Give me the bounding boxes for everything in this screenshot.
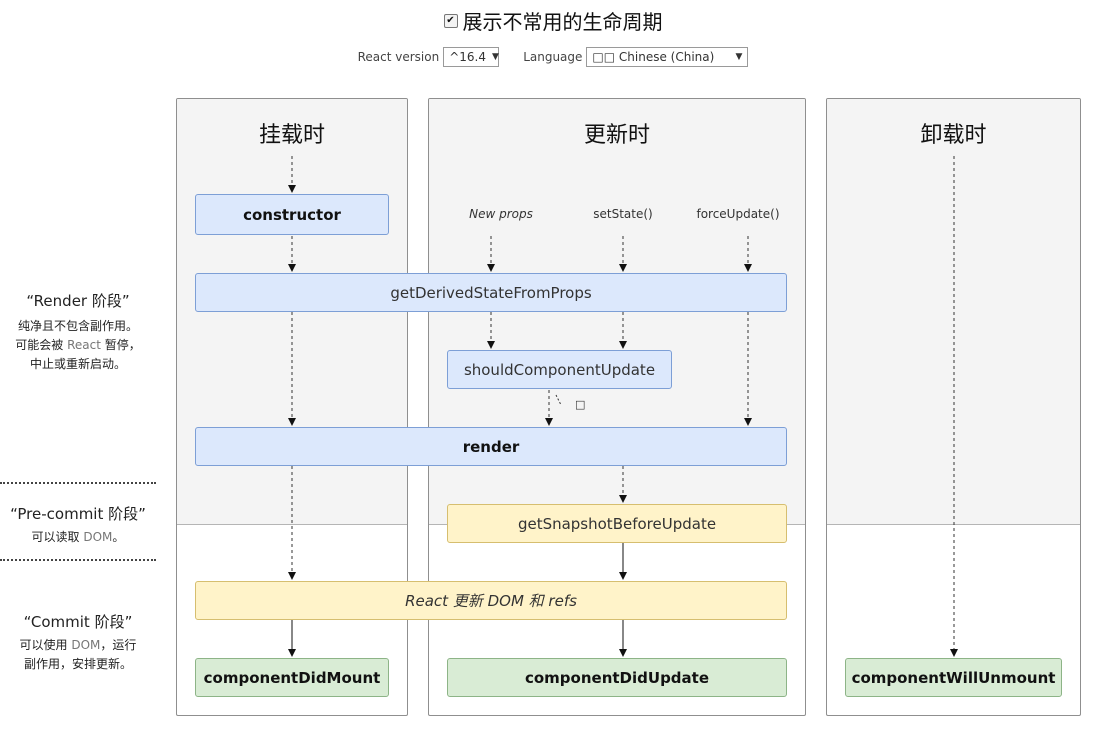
trigger-new-props: New props bbox=[469, 207, 533, 221]
commit-phase-title: “Commit 阶段” bbox=[23, 613, 133, 631]
render-phase-label: “Render 阶段” 纯净且不包含副作用。 可能会被 React 暂停， 中止… bbox=[0, 290, 156, 374]
render-box[interactable]: render bbox=[195, 427, 787, 466]
should-update-false-label: □ bbox=[575, 398, 586, 411]
language-value: □□ Chinese (China) bbox=[592, 50, 715, 64]
precommit-phase-title: “Pre-commit 阶段” bbox=[10, 505, 146, 523]
trigger-force-update: forceUpdate() bbox=[696, 207, 780, 221]
get-derived-state-from-props-box[interactable]: getDerivedStateFromProps bbox=[195, 273, 787, 312]
updating-column-title: 更新时 bbox=[583, 123, 650, 148]
language-select[interactable]: □□ Chinese (China) ▼ bbox=[586, 47, 749, 67]
component-did-mount-box[interactable]: componentDidMount bbox=[195, 658, 389, 697]
phase-divider bbox=[0, 482, 156, 484]
constructor-box[interactable]: constructor bbox=[195, 194, 389, 235]
show-less-common-checkbox[interactable]: ✔ bbox=[443, 14, 458, 28]
get-snapshot-before-update-box[interactable]: getSnapshotBeforeUpdate bbox=[447, 504, 787, 543]
show-less-common-lifecycles-toggle[interactable]: ✔ 展示不常用的生命周期 bbox=[0, 5, 1106, 35]
react-version-select[interactable]: ^16.4 ▼ bbox=[443, 47, 500, 67]
chevron-down-icon: ▼ bbox=[735, 52, 743, 62]
mounting-column-title: 挂载时 bbox=[258, 123, 325, 148]
render-phase-desc-1: 纯净且不包含副作用。 bbox=[17, 319, 138, 333]
precommit-phase-label: “Pre-commit 阶段” 可以读取 DOM。 bbox=[0, 503, 156, 547]
commit-phase-desc-2: 副作用，安排更新。 bbox=[23, 657, 132, 671]
trigger-set-state: setState() bbox=[593, 207, 653, 221]
component-will-unmount-box[interactable]: componentWillUnmount bbox=[845, 658, 1062, 697]
show-less-common-label: 展示不常用的生命周期 bbox=[462, 9, 663, 34]
render-phase-desc-2: 可能会被 React 暂停， bbox=[15, 338, 141, 352]
commit-phase-desc-1: 可以使用 DOM，运行 bbox=[19, 638, 137, 652]
render-phase-title: “Render 阶段” bbox=[26, 292, 130, 310]
chevron-down-icon: ▼ bbox=[491, 52, 499, 62]
component-did-update-box[interactable]: componentDidUpdate bbox=[447, 658, 787, 697]
unmounting-column-title: 卸载时 bbox=[920, 123, 987, 148]
precommit-phase-desc: 可以读取 DOM。 bbox=[31, 530, 125, 544]
render-phase-desc-3: 中止或重新启动。 bbox=[29, 357, 126, 371]
controls-bar: React version ^16.4 ▼ Language □□ Chines… bbox=[0, 45, 1106, 69]
react-version-label: React version bbox=[357, 50, 440, 64]
should-component-update-box[interactable]: shouldComponentUpdate bbox=[447, 350, 672, 389]
phase-divider bbox=[0, 559, 156, 561]
react-updates-dom-and-refs-box[interactable]: React 更新 DOM 和 refs bbox=[195, 581, 787, 620]
commit-phase-label: “Commit 阶段” 可以使用 DOM，运行 副作用，安排更新。 bbox=[0, 611, 156, 674]
react-version-value: ^16.4 bbox=[449, 50, 486, 64]
language-label: Language bbox=[523, 50, 583, 64]
